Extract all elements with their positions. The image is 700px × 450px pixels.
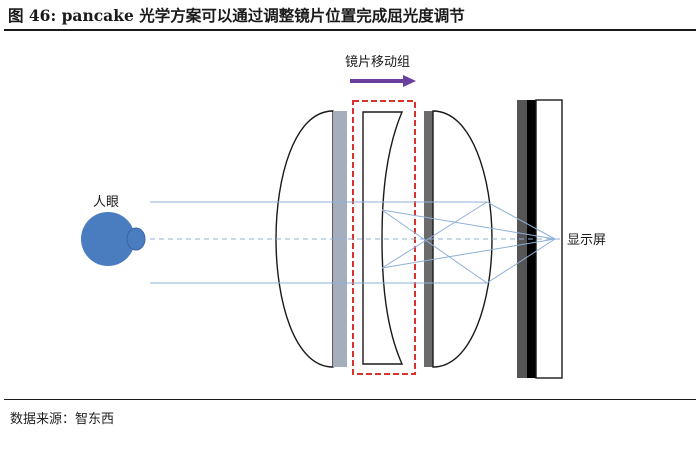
moving-group-label: 镜片移动组 xyxy=(345,55,410,70)
figure-title: 图 46: pancake 光学方案可以通过调整镜片位置完成屈光度调节 xyxy=(8,6,465,25)
moving-group-box xyxy=(352,100,416,375)
moving-lens xyxy=(362,111,404,365)
source-label: 数据来源： xyxy=(10,412,76,427)
eye-icon xyxy=(81,212,146,266)
source-note: 数据来源：智东西 xyxy=(10,408,114,427)
footer-divider xyxy=(4,399,696,400)
eye-label: 人眼 xyxy=(93,195,119,210)
title-divider xyxy=(4,29,696,31)
light-rays xyxy=(150,201,560,284)
source-value: 智东西 xyxy=(75,412,115,427)
display-label: 显示屏 xyxy=(567,233,606,248)
movement-arrow xyxy=(350,75,416,87)
lens-3 xyxy=(432,110,493,368)
